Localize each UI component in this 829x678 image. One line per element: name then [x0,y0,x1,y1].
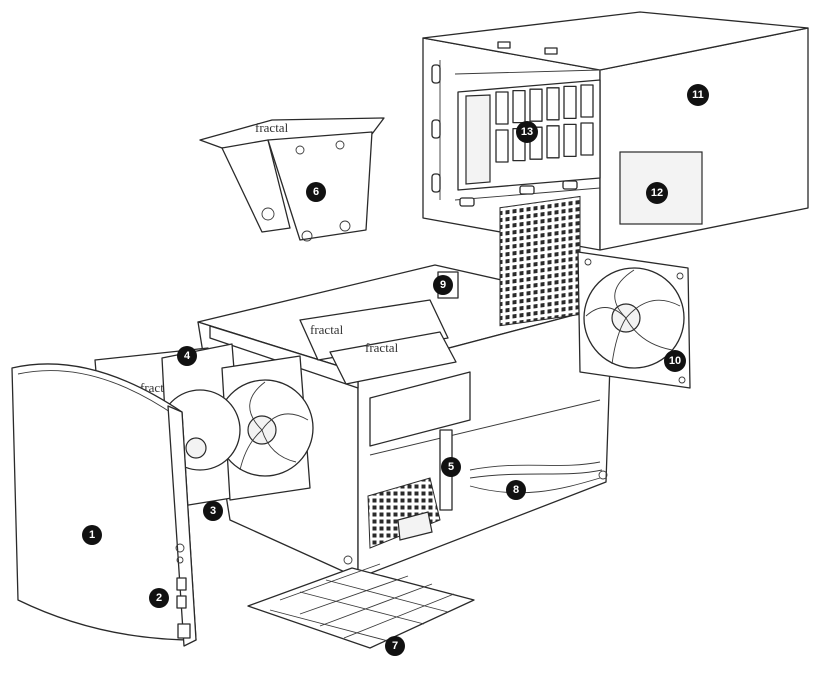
drive-filter-cell [495,129,509,163]
bracket-brand-mark: fractal [255,120,289,135]
rear-mesh-panel [499,195,581,327]
rear-fan [577,251,691,389]
callout-13: 13 [516,121,538,143]
callout-6: 6 [306,182,326,202]
cage-brand-mark-2: fractal [365,340,399,355]
drive-filter-cell [580,84,594,118]
drive-filter-cell [563,85,577,120]
svg-text:1: 1 [89,529,95,541]
psu-mesh [367,477,441,549]
callout-3: 3 [203,501,223,521]
svg-text:6: 6 [313,186,319,198]
drive-filter-cell [512,89,526,124]
drive-filter-cell [529,88,543,122]
cage-brand-mark-1: fractal [310,322,344,337]
svg-text:5: 5 [448,461,454,473]
callout-11: 11 [687,84,709,106]
callout-4: 4 [177,346,197,366]
power-button [177,623,191,639]
svg-text:8: 8 [513,484,519,496]
bottom-dust-filter [247,563,475,649]
callout-9: 9 [433,275,453,295]
drive-filter-cell [563,123,577,158]
drive-filter-cell [495,91,509,125]
svg-text:7: 7 [392,640,398,652]
callout-2: 2 [149,588,169,608]
callout-10: 10 [664,350,686,372]
interior-drive-cage: fractal fractal [299,271,459,385]
svg-text:13: 13 [521,126,533,138]
drive-filter-cell [580,122,594,156]
drive-filter-cell [546,125,560,159]
callout-8: 8 [506,480,526,500]
svg-text:2: 2 [156,592,162,604]
callout-5: 5 [441,457,461,477]
callout-7: 7 [385,636,405,656]
callout-12: 12 [646,182,668,204]
cable-bundle [469,461,603,494]
callout-1: 1 [82,525,102,545]
drive-bracket: fractal [199,117,385,242]
svg-text:12: 12 [651,187,663,199]
svg-text:4: 4 [184,350,191,362]
svg-text:3: 3 [210,505,216,517]
drive-filter-cell [546,87,560,121]
side-panel [422,11,809,251]
front-usb-port-2 [176,595,187,609]
front-panel [11,363,197,647]
svg-text:10: 10 [669,355,681,367]
svg-text:9: 9 [440,279,446,291]
svg-text:11: 11 [692,89,704,101]
front-usb-port-1 [176,577,187,591]
